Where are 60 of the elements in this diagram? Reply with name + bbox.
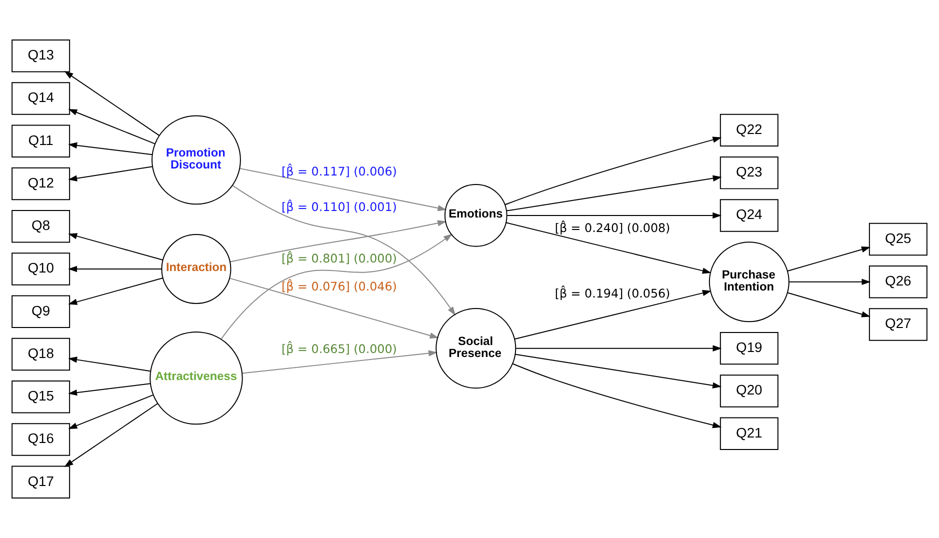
node-circle: Promotion Discount bbox=[152, 115, 241, 205]
node-box: Q27 bbox=[868, 308, 928, 341]
arrow bbox=[64, 403, 158, 467]
arrow bbox=[228, 278, 439, 339]
arrow bbox=[506, 175, 722, 212]
node-circle: Social Presence bbox=[436, 308, 516, 389]
node-box: Q19 bbox=[720, 332, 778, 365]
arrow bbox=[68, 109, 156, 144]
arrow bbox=[68, 383, 151, 396]
arrow bbox=[514, 290, 712, 340]
arrow bbox=[788, 278, 871, 286]
arrow bbox=[514, 354, 722, 388]
node-circle: Interaction bbox=[161, 234, 232, 304]
arrow bbox=[504, 136, 722, 206]
node-box: Q23 bbox=[720, 156, 778, 190]
node-box: Q18 bbox=[12, 338, 70, 371]
arrow bbox=[506, 212, 722, 219]
node-box: Q24 bbox=[720, 199, 778, 232]
node-circle: Attractiveness bbox=[150, 331, 243, 425]
arrow bbox=[229, 220, 447, 262]
node-box: Q25 bbox=[868, 222, 928, 256]
node-box: Q8 bbox=[12, 210, 70, 243]
edge-label: [β̂ = 0.801] (0.000) bbox=[282, 252, 397, 266]
arrow bbox=[64, 71, 160, 136]
edge-label: [β̂ = 0.240] (0.008) bbox=[554, 220, 670, 235]
edge-label: [β̂ = 0.110] (0.001) bbox=[282, 200, 397, 214]
node-box: Q17 bbox=[12, 466, 70, 499]
arrow bbox=[68, 278, 164, 305]
arrow bbox=[68, 166, 153, 182]
arrow bbox=[68, 356, 151, 372]
node-box: Q12 bbox=[12, 167, 70, 200]
arrow bbox=[68, 233, 164, 260]
node-box: Q22 bbox=[720, 114, 778, 147]
node-box: Q9 bbox=[12, 295, 70, 328]
arrow bbox=[68, 142, 153, 156]
edge-label: [β̂ = 0.665] (0.000) bbox=[282, 342, 397, 356]
node-box: Q13 bbox=[12, 39, 70, 72]
arrow bbox=[68, 394, 154, 429]
arrow bbox=[516, 345, 722, 352]
arrow bbox=[220, 234, 452, 340]
edge-label: [β̂ = 0.117] (0.006) bbox=[282, 164, 397, 178]
node-circle: Purchase Intention bbox=[708, 242, 790, 322]
arrow bbox=[512, 363, 722, 428]
arrow bbox=[68, 266, 162, 272]
arrow bbox=[787, 246, 870, 272]
arrow bbox=[242, 350, 438, 374]
node-box: Q14 bbox=[12, 82, 70, 115]
edge-label: [β̂ = 0.194] (0.056) bbox=[554, 286, 670, 300]
node-box: Q20 bbox=[720, 374, 778, 408]
edge-label: [β̂ = 0.076] (0.046) bbox=[282, 279, 397, 294]
node-box: Q21 bbox=[720, 417, 778, 450]
node-box: Q11 bbox=[12, 124, 70, 158]
node-box: Q15 bbox=[12, 380, 70, 414]
arrow bbox=[506, 222, 712, 274]
node-box: Q10 bbox=[12, 252, 70, 286]
arrow bbox=[232, 184, 456, 316]
arrow bbox=[787, 292, 870, 318]
node-box: Q16 bbox=[12, 423, 70, 456]
arrow bbox=[239, 168, 447, 212]
node-box: Q26 bbox=[868, 266, 928, 298]
